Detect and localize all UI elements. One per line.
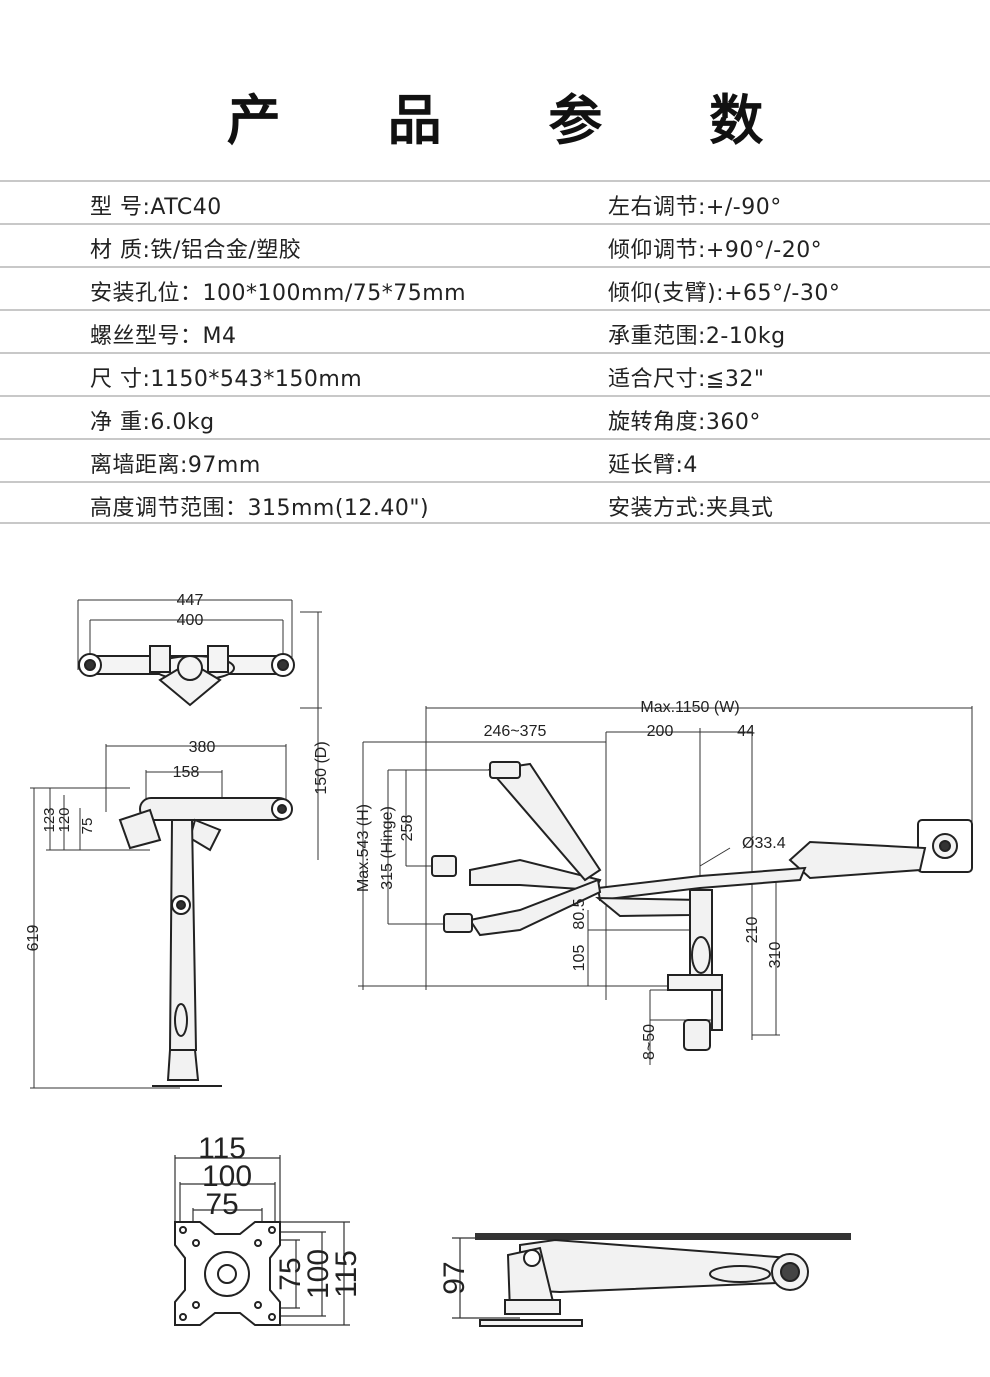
spec-tilt: 倾仰调节:+90°/-20° — [608, 238, 823, 263]
spec-row: 离墙距离:97mm 延长臂:4 — [0, 438, 990, 481]
dim-123: 123 — [41, 807, 58, 832]
spec-weight: 净 重:6.0kg — [90, 410, 215, 435]
dim-400: 400 — [177, 612, 204, 629]
spec-row: 安装孔位：100*100mm/75*75mm 倾仰(支臂):+65°/-30° — [0, 266, 990, 309]
dim-75: 75 — [79, 818, 96, 835]
plate-dim-100-vertical: 100 — [302, 1249, 335, 1299]
spec-row: 高度调节范围：315mm(12.40") 安装方式:夹具式 — [0, 481, 990, 524]
dim-200: 200 — [647, 723, 674, 740]
dim-158: 158 — [173, 764, 200, 781]
dim-max-height: Max.543 (H) — [355, 804, 372, 892]
wall-dim-97: 97 — [438, 1261, 471, 1294]
dim-150: 150 (D) — [313, 741, 330, 794]
dim-246-375: 246~375 — [484, 723, 547, 740]
dim-max-width: Max.1150 (W) — [640, 699, 739, 716]
dim-80-5: 80.5 — [571, 898, 588, 929]
spec-row: 材 质:铁/铝合金/塑胶 倾仰调节:+90°/-20° — [0, 223, 990, 266]
spec-material: 材 质:铁/铝合金/塑胶 — [90, 238, 302, 263]
spec-table: 型 号:ATC40 左右调节:+/-90° 材 质:铁/铝合金/塑胶 倾仰调节:… — [0, 180, 990, 524]
spec-mount: 安装方式:夹具式 — [608, 496, 774, 521]
spec-model: 型 号:ATC40 — [90, 195, 222, 220]
spec-swivel: 左右调节:+/-90° — [608, 195, 782, 220]
plate-dim-75-vertical: 75 — [274, 1257, 307, 1290]
spec-screen-size: 适合尺寸:≦32" — [608, 367, 765, 392]
dim-210: 210 — [744, 917, 761, 944]
spec-extension: 延长臂:4 — [608, 453, 698, 478]
plate-dim-115: 115 — [198, 1132, 246, 1165]
dim-619: 619 — [25, 925, 42, 952]
spec-screw: 螺丝型号：M4 — [90, 324, 237, 349]
dim-447: 447 — [177, 592, 204, 609]
plate-dim-75: 75 — [205, 1188, 238, 1221]
spec-row: 型 号:ATC40 左右调节:+/-90° — [0, 180, 990, 223]
dim-105: 105 — [571, 945, 588, 972]
dim-hinge: 315 (Hinge) — [379, 806, 396, 890]
dim-310: 310 — [767, 942, 784, 969]
plate-dim-100: 100 — [202, 1160, 252, 1193]
dim-44: 44 — [737, 723, 755, 740]
spec-row: 尺 寸:1150*543*150mm 适合尺寸:≦32" — [0, 352, 990, 395]
dim-380: 380 — [189, 739, 216, 756]
plate-dim-115-vertical: 115 — [330, 1250, 363, 1298]
spec-rotation: 旋转角度:360° — [608, 410, 761, 435]
spec-height-range: 高度调节范围：315mm(12.40") — [90, 496, 430, 521]
dim-8-50: 8~50 — [641, 1024, 658, 1060]
spec-wall-distance: 离墙距离:97mm — [90, 453, 261, 478]
dim-258: 258 — [399, 815, 416, 842]
spec-vesa: 安装孔位：100*100mm/75*75mm — [90, 281, 467, 306]
spec-arm-tilt: 倾仰(支臂):+65°/-30° — [608, 281, 841, 306]
dim-120: 120 — [56, 807, 73, 832]
spec-load: 承重范围:2-10kg — [608, 324, 786, 349]
page-title: 产 品 参 数 — [226, 89, 808, 152]
dim-diameter: Ø33.4 — [742, 835, 786, 852]
spec-size: 尺 寸:1150*543*150mm — [90, 367, 363, 392]
spec-row: 螺丝型号：M4 承重范围:2-10kg — [0, 309, 990, 352]
spec-row: 净 重:6.0kg 旋转角度:360° — [0, 395, 990, 438]
